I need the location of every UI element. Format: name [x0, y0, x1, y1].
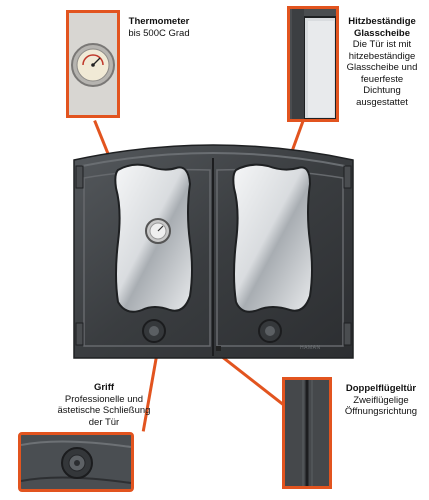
double-door-line-1: Zweiflügelige — [353, 394, 409, 406]
thermometer-caption: Thermometer bis 500C Grad — [118, 16, 200, 39]
double-door-caption: Doppelflügeltür Zweiflügelige Öffnungsri… — [335, 383, 427, 418]
glass-line-1: Die Tür ist mit — [352, 39, 412, 50]
thermometer-line-1: bis 500C Grad — [128, 27, 190, 39]
glass-line-6: ausgestattet — [356, 96, 408, 108]
thermometer-callout-image — [66, 10, 120, 118]
glass-callout-image — [287, 6, 339, 122]
glass-title-line-1: Hitzbeständige — [348, 16, 416, 27]
glass-line-3: Glasscheibe und — [346, 62, 418, 73]
brand-mark: HAMAN — [300, 345, 321, 351]
double-door-callout-image — [282, 377, 332, 489]
glass-title-line-2: Glasscheibe — [354, 27, 410, 39]
double-door-title: Doppelflügeltür — [345, 383, 417, 394]
glass-line-5: Dichtung — [363, 85, 401, 96]
handle-callout-image — [18, 432, 134, 492]
handle-line-3: der Tür — [88, 416, 120, 428]
glass-line-2: hitzebeständige — [348, 50, 416, 62]
handle-line-1: Professionelle und — [64, 393, 144, 405]
double-door-line-2: Öffnungsrichtung — [344, 406, 418, 417]
fireplace-door — [73, 144, 354, 359]
glass-line-4: feuerfeste — [360, 73, 404, 85]
glass-caption: Hitzbeständige Glasscheibe Die Tür ist m… — [336, 16, 428, 108]
handle-caption: Griff Professionelle und ästetische Schl… — [48, 382, 160, 428]
thermometer-title: Thermometer — [128, 16, 190, 27]
handle-line-2: ästetische Schließung — [57, 405, 151, 416]
handle-title: Griff — [93, 382, 115, 393]
